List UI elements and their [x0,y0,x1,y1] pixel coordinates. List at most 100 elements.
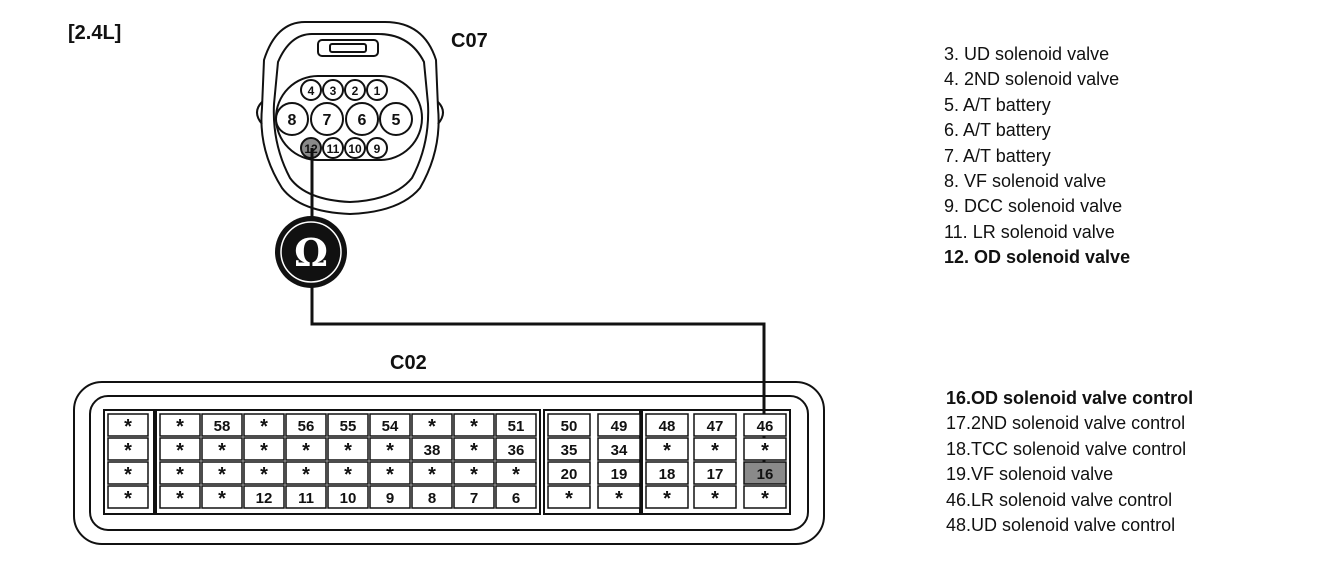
c02-pin-unused [597,485,641,509]
c07-housing-outer [260,21,440,216]
c02-pin-label: * [260,416,268,438]
c02-pin-11 [285,485,327,509]
legend-c07-item: 8. VF solenoid valve [944,171,1107,192]
c02-pin-36 [495,437,537,461]
c02-pin-label: 20 [561,466,578,483]
c02-pin-label: * [470,416,478,438]
c02-pin-label: * [470,440,478,462]
c07-pin-label: 10 [348,142,362,156]
legend-c07-item: 12. OD solenoid valve [944,247,1131,268]
c02-pin-label: * [386,440,394,462]
c02-pin-9 [369,485,411,509]
connector-c02 [73,381,825,545]
c02-pin-unused [743,485,787,509]
c02-pin-35 [547,437,591,461]
c02-pin-58 [201,413,243,437]
c02-pin-label: * [512,464,520,486]
ohm-icon: Ω [294,230,328,275]
c02-pin-12 [243,485,285,509]
c02-pin-unused [453,461,495,485]
c02-pin-unused [411,461,453,485]
c02-pin-10 [327,485,369,509]
c02-pin-label: 35 [561,442,578,459]
c02-pin-unused [645,437,689,461]
c02-pin-label: 11 [298,490,314,507]
c07-pin-label: 11 [327,142,340,156]
c02-pin-label: * [124,464,132,486]
c02-pin-label: 10 [340,490,357,507]
c02-pin-label: * [711,440,719,462]
variant-label: [2.4L] [68,22,122,44]
c07-pin-4 [300,79,322,101]
c07-pin-label: 5 [392,112,401,129]
c07-pin-label: 1 [374,84,381,98]
c02-pin-label: * [124,416,132,438]
c02-pin-49 [597,413,641,437]
legend-c02-item: 46.LR solenoid valve control [946,489,1173,510]
c02-pin-label: 16 [757,466,774,483]
c02-pin-unused [495,461,537,485]
c02-pin-label: * [218,440,226,462]
c02-pin-label: * [176,416,184,438]
legend-c07-item: 7. A/T battery [944,145,1051,166]
c02-pin-unused [243,437,285,461]
c02-pin-55 [327,413,369,437]
c02-pin-unused [107,461,149,485]
c02-pin-unused [693,485,737,509]
c02-pin-17 [693,461,737,485]
c02-pin-label: * [761,488,769,510]
legend-c02-item: 17.2ND solenoid valve control [946,413,1186,434]
c07-pin-label: 8 [288,112,297,129]
c02-pin-label: * [344,440,352,462]
c02-pin-label: 49 [611,418,628,435]
c02-pin-label: 48 [659,418,676,435]
c02-pin-unused [285,437,327,461]
c07-pin-7 [310,102,344,136]
c02-pin-unused [243,461,285,485]
c02-pin-label: * [428,464,436,486]
c02-pin-group [103,409,155,515]
c02-pin-50 [547,413,591,437]
c07-pin-11 [322,137,344,159]
ohmmeter: Ω [275,216,347,288]
c02-pin-label: * [302,464,310,486]
c02-pin-label: * [615,488,623,510]
legend-c02-item: 19.VF solenoid valve [946,464,1114,485]
c02-pin-label: * [124,488,132,510]
c02-pin-unused [327,437,369,461]
c02-pin-label: 7 [470,490,478,507]
c02-pin-unused [159,461,201,485]
c07-pin-6 [345,102,379,136]
c07-pin-label: 6 [358,112,367,129]
c02-pin-label: * [565,488,573,510]
c02-housing-outer [73,381,825,545]
c02-pin-unused [547,485,591,509]
c02-pin-label: * [761,440,769,462]
c07-pin-3 [322,79,344,101]
c02-pin-19 [597,461,641,485]
c02-pin-label: 56 [298,418,315,435]
c07-pin-label: 2 [352,84,359,98]
c02-pin-unused [107,485,149,509]
c02-pin-label: * [711,488,719,510]
c02-pin-8 [411,485,453,509]
c02-pin-unused [369,461,411,485]
c02-pin-group [641,409,791,515]
c02-pin-56 [285,413,327,437]
c02-pin-unused [107,437,149,461]
c02-pin-label: 36 [508,442,525,459]
c02-pin-unused [327,461,369,485]
c02-pin-unused [201,485,243,509]
c02-pin-unused [159,413,201,437]
ohmmeter-body [275,216,347,288]
c02-pin-label: 34 [611,442,628,459]
c07-housing-inner [272,33,430,204]
c02-pin-unused [107,413,149,437]
c02-pin-unused [453,413,495,437]
c02-pin-48 [645,413,689,437]
c02-pin-18 [645,461,689,485]
c02-pin-label: * [344,464,352,486]
